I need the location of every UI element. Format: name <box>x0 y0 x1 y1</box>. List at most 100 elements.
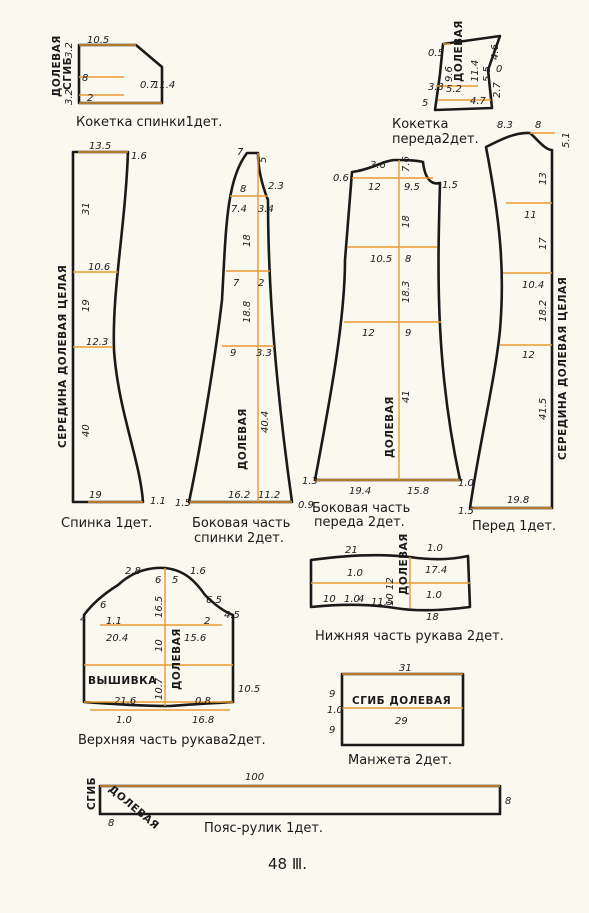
front-side-dim-n: 1.3 <box>302 476 318 487</box>
front-dim-e: 11 <box>524 210 537 221</box>
back-side-dim-d: 3.4 <box>258 204 274 215</box>
back-outline <box>71 150 145 504</box>
front-yoke-guides <box>436 43 491 101</box>
front-dim-g: 10.4 <box>522 280 544 291</box>
upper-sleeve-dim-o: 10.7 <box>154 677 165 700</box>
upper-sleeve-dim-a: 2.8 <box>125 566 141 577</box>
back-dim-top: 13.5 <box>89 141 111 152</box>
back-dim-lower: 40 <box>81 424 92 437</box>
front-dim-c: 5.1 <box>561 132 572 148</box>
back-side-title-line2: спинки 2дет. <box>194 531 284 546</box>
cuff-dim-a: 9 <box>329 689 335 700</box>
front-side-dim-e: 9.5 <box>404 182 420 193</box>
upper-sleeve-dim-q: 0.8 <box>195 696 211 707</box>
lower-sleeve-outline <box>309 553 472 612</box>
back-dim-chest: 10.6 <box>88 262 110 273</box>
front-title: Перед 1дет. <box>472 519 556 534</box>
front-yoke-title-line2: переда2дет. <box>392 132 479 147</box>
back-dim-upper: 31 <box>81 202 92 215</box>
front-side-outline <box>313 158 462 482</box>
front-yoke-dim-e: 3.3 <box>428 82 444 93</box>
belt-dim-left: 8 <box>108 818 114 829</box>
lower-sleeve-dim-h: 4 <box>358 594 364 605</box>
back-side-dim-a: 8 <box>240 184 246 195</box>
back-dim-hem: 19 <box>89 490 102 501</box>
front-outline <box>468 131 554 510</box>
back-title: Спинка 1дет. <box>61 516 152 531</box>
back-yoke-dim-mid: 8 <box>82 73 88 84</box>
back-side-dim-c: 7.4 <box>231 204 247 215</box>
front-side-title-line2: переда 2дет. <box>314 515 405 530</box>
back-side-dim-m: 16.2 <box>228 490 250 501</box>
lower-sleeve-dim-c: 1.0 <box>347 568 363 579</box>
front-yoke-dim-top-left: 0.5 <box>428 48 444 59</box>
back-side-dim-k: 40.4 <box>260 411 271 433</box>
back-yoke-dim-top: 10.5 <box>87 35 109 46</box>
back-side-dim-g: 2 <box>258 278 264 289</box>
upper-sleeve-outline <box>82 566 235 708</box>
upper-sleeve-guides <box>84 568 233 711</box>
upper-sleeve-dim-b: 6 <box>155 575 161 586</box>
back-side-dim-top: 7 <box>237 147 244 158</box>
back-side-dim-b: 2.3 <box>268 181 284 192</box>
front-side-dim-l: 9 <box>405 328 411 339</box>
front-side-title-line1: Боковая часть <box>312 501 410 516</box>
lower-sleeve-dim-i: 11.5 <box>371 597 393 608</box>
lower-sleeve-dim-d: 12 <box>385 577 396 590</box>
back-side-piece: 7 5 8 2.3 7.4 3.4 18 7 2 18.8 9 3.3 ДОЛЕ… <box>175 147 314 546</box>
back-side-dim-j: 3.3 <box>256 348 272 359</box>
cuff-guides <box>342 673 463 709</box>
front-piece: 8.3 8 5.1 13 11 17 10.4 18.2 12 41.5 СЕР… <box>458 120 572 534</box>
front-side-dim-j: 18.3 <box>401 281 412 303</box>
upper-sleeve-grain-label: ДОЛЕВАЯ <box>171 628 183 690</box>
back-dim-top-right: 1.6 <box>131 151 147 162</box>
cuff-dim-d: 29 <box>395 716 408 727</box>
lower-sleeve-dim-f: 10 <box>323 594 336 605</box>
cuff-grain-label: СГИБ ДОЛЕВАЯ <box>352 695 451 707</box>
back-yoke-fold-label: СГИБ <box>62 57 74 90</box>
front-side-grain-label: ДОЛЕВАЯ <box>384 396 396 458</box>
upper-sleeve-dim-p: 21.6 <box>114 696 136 707</box>
front-yoke-outline <box>433 34 502 112</box>
page-number: 48 Ⅲ. <box>268 855 307 873</box>
front-side-dim-i: 8 <box>405 254 411 265</box>
lower-sleeve-dim-j: 1.0 <box>426 590 442 601</box>
back-yoke-dim-bottom: 2 <box>87 93 93 104</box>
back-side-dim-n: 11.2 <box>258 490 280 501</box>
upper-sleeve-embroidery-label: ВЫШИВКА <box>88 675 157 687</box>
upper-sleeve-piece: 2.8 6 5 1.6 4 6 6.5 4.5 1.1 16.5 2 20.4 … <box>78 566 266 748</box>
back-yoke-piece: 10.5 ДОЛЕВАЯ СГИБ 3.2 3.2 8 0.7 11.4 2 К… <box>51 35 222 130</box>
belt-fold-label: СГИБ <box>86 777 98 810</box>
upper-sleeve-dim-f: 6 <box>100 600 106 611</box>
upper-sleeve-title: Верхняя часть рукава2дет. <box>78 733 266 748</box>
upper-sleeve-dim-r: 10.5 <box>238 684 260 695</box>
cuff-piece: 31 СГИБ ДОЛЕВАЯ 9 1.0 9 29 Манжета 2дет. <box>327 663 465 768</box>
back-yoke-title: Кокетка спинки1дет. <box>76 115 222 130</box>
back-yoke-dim-right-b: 11.4 <box>153 80 175 91</box>
lower-sleeve-piece: 21 1.0 1.0 12 ДОЛЕВАЯ 17.4 10 1.0 4 11.5… <box>309 533 504 644</box>
front-side-dim-m: 41 <box>401 390 412 403</box>
front-side-dim-d: 12 <box>368 182 381 193</box>
front-yoke-dim-c: 5.5 <box>482 66 493 82</box>
back-side-dim-o: 0.9 <box>298 500 314 511</box>
front-dim-f: 17 <box>538 237 549 250</box>
back-side-guides <box>189 153 292 503</box>
front-dim-l: 19.8 <box>507 495 529 506</box>
front-dim-d: 13 <box>538 172 549 185</box>
upper-sleeve-dim-c: 5 <box>172 575 178 586</box>
back-yoke-dim-left-top: 3.2 <box>64 42 75 58</box>
front-dim-b: 8 <box>535 120 541 131</box>
upper-sleeve-dim-j: 16.5 <box>154 596 165 618</box>
front-side-dim-o: 19.4 <box>349 486 371 497</box>
upper-sleeve-dim-d: 1.6 <box>190 566 206 577</box>
front-yoke-dim-b: 11.4 <box>470 60 481 82</box>
back-guides <box>73 151 143 503</box>
upper-sleeve-dim-h: 4.5 <box>224 610 240 621</box>
front-yoke-dim-a: 9.6 <box>444 66 455 82</box>
front-side-dim-f: 1.5 <box>442 180 458 191</box>
front-yoke-dim-f: 5.2 <box>446 84 462 95</box>
front-guides <box>470 132 555 509</box>
lower-sleeve-dim-e: 17.4 <box>425 565 447 576</box>
back-side-dim-top-right: 5 <box>258 157 269 163</box>
